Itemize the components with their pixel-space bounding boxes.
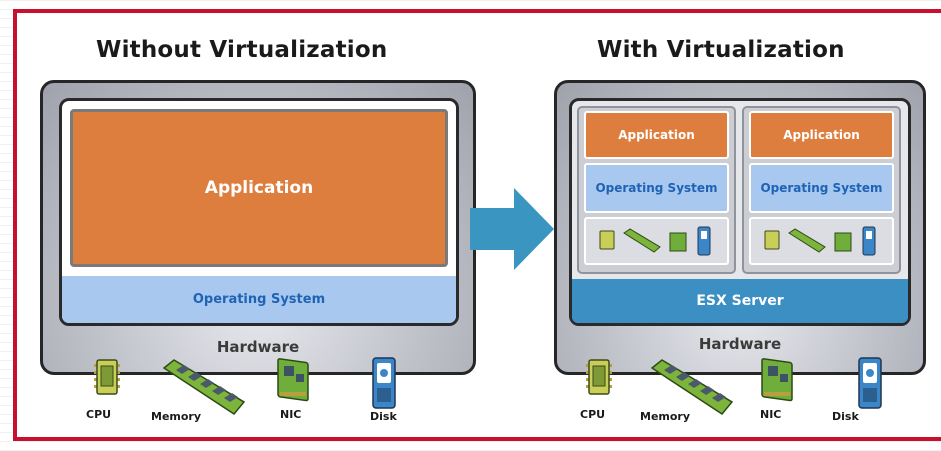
vm-2: Application Operating System: [742, 106, 901, 274]
esx-server-bar: ESX Server: [572, 279, 908, 323]
vm2-os: Operating System: [749, 163, 894, 213]
left-disk-icon: [372, 357, 396, 409]
left-disk-label: Disk: [370, 410, 397, 423]
esx-server-label: ESX Server: [696, 293, 784, 309]
right-software-panel: Application Operating System: [569, 98, 911, 326]
left-title: Without Virtualization: [96, 37, 388, 63]
left-memory-icon: [162, 359, 246, 415]
vm1-application: Application: [584, 111, 729, 159]
left-application-label: Application: [204, 178, 314, 198]
right-cpu-icon: [586, 359, 612, 395]
left-cpu-icon: [94, 359, 120, 395]
right-title: With Virtualization: [597, 37, 845, 63]
right-hardware-label: Hardware: [698, 335, 782, 353]
vm2-os-label: Operating System: [760, 181, 883, 195]
right-memory-icon: [650, 359, 734, 415]
left-nic-icon: [277, 358, 309, 402]
vm2-application: Application: [749, 111, 894, 159]
right-nic-label: NIC: [760, 408, 782, 421]
right-memory-label: Memory: [640, 410, 691, 423]
vm2-virtual-hardware: [749, 217, 894, 265]
left-cpu-label: CPU: [86, 408, 112, 421]
left-hardware-label: Hardware: [216, 338, 300, 356]
vm2-application-label: Application: [783, 128, 860, 142]
right-nic-icon: [761, 358, 793, 402]
vm1-virtual-hardware: [584, 217, 729, 265]
left-application-block: Application: [70, 109, 448, 267]
transition-arrow-icon: [470, 188, 554, 270]
vm-1: Application Operating System: [577, 106, 736, 274]
vm1-os-label: Operating System: [595, 181, 718, 195]
left-nic-label: NIC: [280, 408, 302, 421]
vm1-os: Operating System: [584, 163, 729, 213]
right-disk-icon: [858, 357, 882, 409]
left-os-bar: Operating System: [62, 276, 456, 323]
vm1-virtual-hardware-icons: [599, 226, 711, 256]
right-physical-machine: Application Operating System: [554, 80, 926, 375]
right-disk-label: Disk: [832, 410, 859, 423]
vm1-application-label: Application: [618, 128, 695, 142]
left-software-panel: Application Operating System: [59, 98, 459, 326]
left-physical-machine: Application Operating System Hardware: [40, 80, 476, 375]
vm2-virtual-hardware-icons: [764, 226, 876, 256]
right-cpu-label: CPU: [580, 408, 606, 421]
left-memory-label: Memory: [151, 410, 202, 423]
left-os-label: Operating System: [192, 292, 326, 307]
